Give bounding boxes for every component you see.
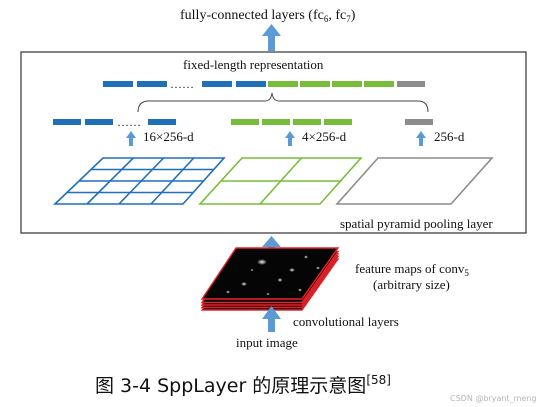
feature-map-stack bbox=[200, 247, 340, 311]
vector-segment bbox=[137, 81, 167, 87]
vector-segment bbox=[202, 81, 232, 87]
vector-segment bbox=[300, 81, 330, 87]
arrow-shape bbox=[288, 138, 292, 146]
grid-outline bbox=[53, 157, 226, 205]
arrow-shape bbox=[129, 138, 133, 146]
arrow-shape bbox=[262, 306, 281, 319]
arrow-grid4 bbox=[285, 131, 295, 146]
vector-segment bbox=[262, 119, 290, 125]
vector-ellipsis: …… bbox=[170, 77, 194, 91]
label-4x256: 4×256-d bbox=[302, 129, 347, 144]
vector-segment bbox=[397, 81, 425, 87]
vector-segment bbox=[148, 119, 176, 125]
arrow-shape bbox=[419, 138, 423, 146]
vector-segment bbox=[332, 81, 362, 87]
vector-16-ellipsis: …… bbox=[117, 115, 141, 129]
label-16x256: 16×256-d bbox=[143, 129, 194, 144]
arrow-to-fc bbox=[262, 24, 281, 51]
grid-col-line bbox=[150, 157, 195, 205]
vector-256 bbox=[405, 119, 433, 125]
vector-segment bbox=[293, 119, 321, 125]
arrow-shape bbox=[268, 36, 275, 51]
conv-layers-label: convolutional layers bbox=[293, 314, 399, 329]
arrow-grid16 bbox=[126, 131, 136, 146]
feature-maps-label: feature maps of conv5 bbox=[355, 261, 469, 278]
vector-segment bbox=[85, 119, 113, 125]
fixed-length-vector: …… bbox=[103, 77, 425, 91]
vector-segment bbox=[364, 81, 394, 87]
vector-4x256 bbox=[231, 119, 352, 125]
grid-col-line bbox=[259, 157, 303, 205]
vector-segment bbox=[103, 81, 133, 87]
pooling-grid-4x4 bbox=[53, 157, 226, 205]
vector-segment bbox=[231, 119, 259, 125]
arrow-grid1 bbox=[416, 131, 426, 146]
fc-layers-label: fully-connected layers (fc6, fc7) bbox=[180, 8, 356, 24]
vector-segment bbox=[236, 81, 266, 87]
pooling-grid-2x2 bbox=[198, 157, 363, 205]
fixed-length-label: fixed-length representation bbox=[183, 57, 324, 72]
feature-maps-size-label: (arbitrary size) bbox=[373, 277, 450, 292]
spp-layer-label: spatial pyramid pooling layer bbox=[340, 216, 493, 231]
vector-segment bbox=[268, 81, 298, 87]
concat-brace bbox=[137, 92, 429, 113]
grid-col-line bbox=[118, 157, 165, 205]
watermark: CSDN @bryant_meng bbox=[450, 394, 536, 403]
arrow-shape bbox=[126, 131, 136, 138]
arrow-to-feature-maps bbox=[262, 306, 281, 332]
label-256: 256-d bbox=[434, 129, 465, 144]
arrow-shape bbox=[262, 24, 281, 36]
vector-segment bbox=[324, 119, 352, 125]
vector-segment bbox=[53, 119, 81, 125]
pooling-grid-1x1 bbox=[335, 157, 494, 205]
grid-outline bbox=[335, 157, 494, 205]
input-image-label: input image bbox=[236, 335, 298, 350]
figure-caption: 图 3-4 SppLayer 的原理示意图[58] bbox=[95, 373, 391, 397]
arrow-shape bbox=[285, 131, 295, 138]
feature-map-top bbox=[200, 247, 340, 300]
arrow-shape bbox=[262, 236, 281, 247]
grid-outline bbox=[198, 157, 363, 205]
arrow-shape bbox=[268, 318, 275, 332]
arrow-shape bbox=[416, 131, 426, 138]
activation-spots bbox=[226, 255, 320, 296]
vector-16x256: …… bbox=[53, 115, 176, 129]
